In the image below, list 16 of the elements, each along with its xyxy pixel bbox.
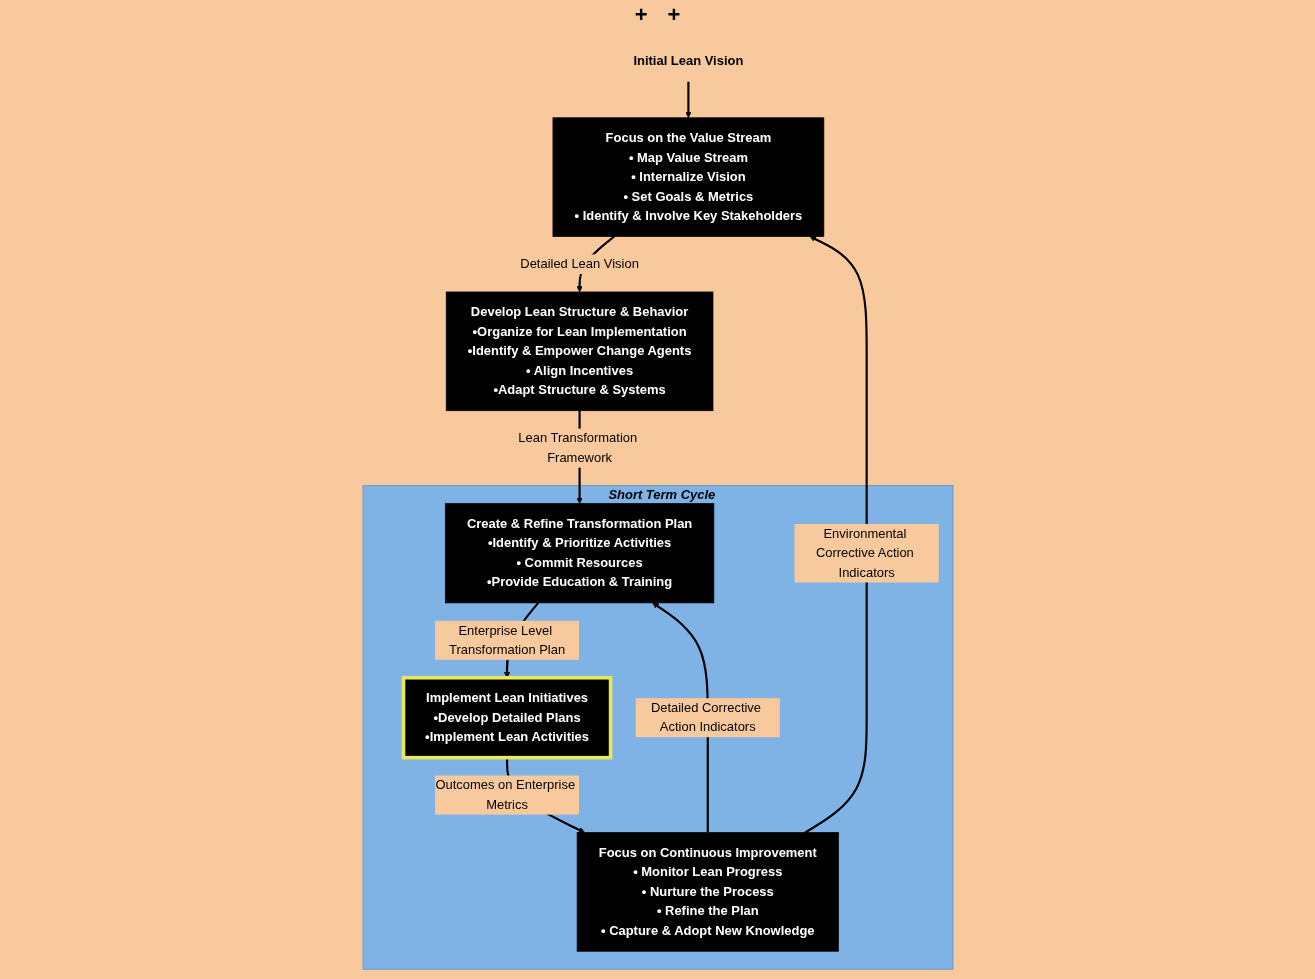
arrow bbox=[684, 81, 692, 118]
node-box: Implement Lean Initiatives •Develop Detailed Plans •Implement Lean Activities bbox=[401, 675, 612, 759]
plus-sign: + bbox=[634, 2, 648, 28]
edge-label: Outcomes on Enterprise Metrics bbox=[434, 777, 575, 812]
edge-label: Detailed Lean Vision bbox=[519, 256, 639, 271]
arrow bbox=[804, 235, 868, 833]
edge-label: Lean Transformation Framework bbox=[517, 430, 637, 465]
node-box: Create & Refine Transformation Plan •Identify & Prioritize Activities • Commit Resources •Provide Education & Training bbox=[444, 502, 714, 603]
edge-label: Environmental Corrective Action Indicators bbox=[815, 525, 914, 579]
node-text: Initial Lean Vision bbox=[632, 53, 743, 68]
node-box: Focus on Continuous Improvement • Monitor Lean Progress • Nurture the Process • Refine the Plan • Capture & Adopt New Knowledge bbox=[576, 831, 839, 952]
edge-label: Detailed Corrective Action Indicators bbox=[650, 699, 761, 734]
plus-sign: + bbox=[667, 2, 681, 28]
node-box: Develop Lean Structure & Behavior •Organize for Lean Implementation •Identify & Empower Change Agents • Align Incentives •Adapt Structure & Systems bbox=[445, 291, 713, 411]
node-box: Focus on the Value Stream • Map Value Stream • Internalize Vision • Set Goals & Metrics • Identify & Involve Key Stakeholders bbox=[552, 116, 824, 237]
edge-label: Enterprise Level Transformation Plan bbox=[448, 622, 565, 657]
